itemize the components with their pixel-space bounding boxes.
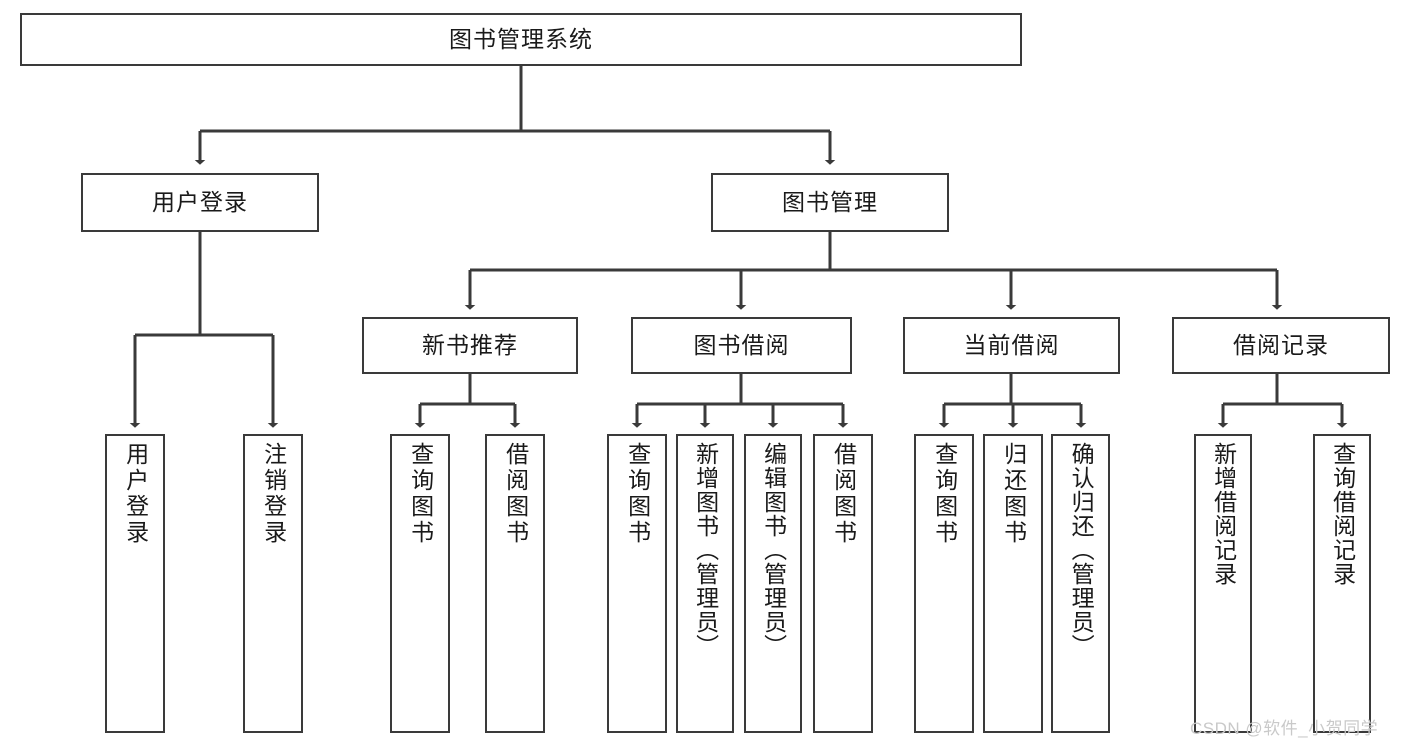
node-label: 编辑图书（管理员）: [760, 442, 787, 658]
leaf-query-borrow-record[interactable]: 查询借阅记录: [1313, 434, 1371, 733]
node-label: 新书推荐: [422, 331, 518, 358]
node-label: 借阅图书: [830, 442, 857, 546]
leaf-query-book-newbook[interactable]: 查询图书: [390, 434, 450, 733]
leaf-edit-book-admin[interactable]: 编辑图书（管理员）: [744, 434, 802, 733]
node-label: 图书管理系统: [449, 25, 593, 52]
leaf-logout[interactable]: 注销登录: [243, 434, 303, 733]
leaf-query-book-current[interactable]: 查询图书: [914, 434, 974, 733]
node-book-borrow[interactable]: 图书借阅: [631, 317, 852, 374]
node-label: 新增借阅记录: [1210, 442, 1237, 586]
leaf-user-login[interactable]: 用户登录: [105, 434, 165, 733]
node-label: 图书管理: [782, 188, 878, 215]
node-label: 查询图书: [407, 442, 434, 546]
node-new-book-recommend[interactable]: 新书推荐: [362, 317, 578, 374]
node-label: 查询图书: [624, 442, 651, 546]
node-borrow-records[interactable]: 借阅记录: [1172, 317, 1390, 374]
leaf-borrow-book-newbook[interactable]: 借阅图书: [485, 434, 545, 733]
node-label: 查询图书: [931, 442, 958, 546]
node-label: 用户登录: [152, 188, 248, 215]
leaf-query-book-borrow[interactable]: 查询图书: [607, 434, 667, 733]
node-user-login[interactable]: 用户登录: [81, 173, 319, 232]
leaf-add-book-admin[interactable]: 新增图书（管理员）: [676, 434, 734, 733]
node-root[interactable]: 图书管理系统: [20, 13, 1022, 66]
node-label: 图书借阅: [693, 331, 790, 358]
node-book-management[interactable]: 图书管理: [711, 173, 949, 232]
node-label: 注销登录: [260, 442, 287, 546]
node-label: 确认归还（管理员）: [1068, 442, 1095, 658]
node-label: 当前借阅: [963, 331, 1060, 358]
leaf-confirm-return-admin[interactable]: 确认归还（管理员）: [1051, 434, 1110, 733]
node-current-borrow[interactable]: 当前借阅: [903, 317, 1120, 374]
node-label: 查询借阅记录: [1329, 442, 1356, 586]
node-label: 借阅图书: [502, 442, 529, 546]
csdn-watermark: CSDN @软件_小贺同学: [1190, 719, 1379, 738]
leaf-borrow-book[interactable]: 借阅图书: [813, 434, 873, 733]
leaf-return-book[interactable]: 归还图书: [983, 434, 1043, 733]
node-label: 归还图书: [1000, 442, 1027, 546]
node-label: 新增图书（管理员）: [692, 442, 719, 658]
node-label: 借阅记录: [1233, 331, 1329, 358]
leaf-add-borrow-record[interactable]: 新增借阅记录: [1194, 434, 1252, 733]
node-label: 用户登录: [122, 442, 149, 546]
